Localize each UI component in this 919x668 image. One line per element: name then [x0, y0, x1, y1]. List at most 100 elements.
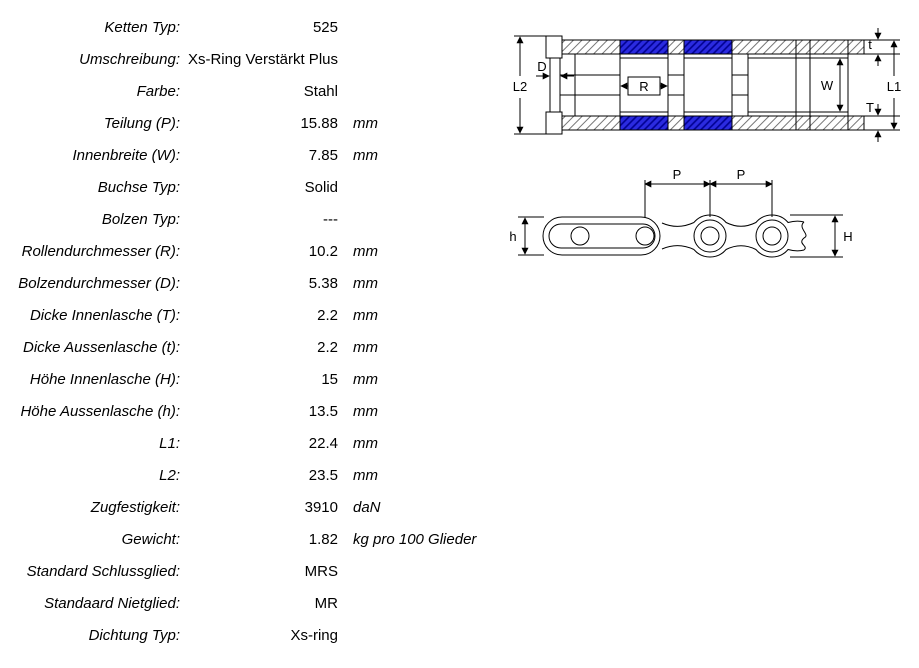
- spec-value: 13.5: [308, 402, 338, 420]
- spec-label: Ketten Typ:: [104, 18, 180, 36]
- spec-unit: mm: [353, 306, 378, 324]
- roller-hole: [762, 226, 782, 246]
- spec-label: Innenbreite (W):: [72, 146, 180, 164]
- spec-label: Farbe:: [136, 82, 180, 100]
- spec-row: L2: 23.5 mm: [0, 459, 568, 491]
- spec-row: Gewicht: 1.82 kg pro 100 Glieder: [0, 523, 568, 555]
- spec-row: Umschreibung: Xs-Ring Verstärkt Plus: [0, 43, 568, 75]
- spec-row: Bolzendurchmesser (D): 5.38 mm: [0, 267, 568, 299]
- chain-side-view: P P h H: [509, 167, 853, 258]
- link-waist-bottom: [661, 245, 695, 250]
- spec-unit: mm: [353, 338, 378, 356]
- spec-row: Buchse Typ: Solid: [0, 171, 568, 203]
- spec-unit: mm: [353, 370, 378, 388]
- dim-label-p1: P: [673, 167, 682, 182]
- inner-link-bottom-contour: [693, 245, 805, 258]
- spec-value: Stahl: [303, 82, 338, 100]
- spec-value: 23.5: [308, 466, 338, 484]
- xring-seal: [683, 115, 733, 131]
- spec-unit: mm: [353, 146, 378, 164]
- xring-seal: [619, 115, 669, 131]
- spec-label: Dicke Innenlasche (T):: [29, 306, 180, 324]
- xring-seal: [683, 39, 733, 55]
- dim-label-h-big: H: [843, 229, 852, 244]
- spec-row: Höhe Aussenlasche (h): 13.5 mm: [0, 395, 568, 427]
- dim-label-t-small: t: [868, 37, 872, 52]
- spec-label: Umschreibung:: [79, 50, 180, 68]
- xring-seal: [619, 39, 669, 55]
- spec-value: 15: [321, 370, 338, 388]
- spec-row: Dichtung Typ: Xs-ring: [0, 619, 568, 651]
- pin-end-cap: [545, 35, 563, 59]
- spec-unit: daN: [353, 498, 381, 516]
- spec-table: Ketten Typ:525 Umschreibung:Xs-Ring Vers…: [0, 11, 568, 651]
- spec-value: 10.2: [308, 242, 338, 260]
- link-waist-top: [661, 222, 695, 227]
- spec-label: L2:: [159, 466, 180, 484]
- outer-plate-outline: [542, 216, 661, 256]
- spec-row: L1: 22.4 mm: [0, 427, 568, 459]
- spec-value: 15.88: [300, 114, 338, 132]
- spec-unit: mm: [353, 434, 378, 452]
- outer-plate-inner-outline: [548, 223, 656, 249]
- spec-value: 1.82: [308, 530, 338, 548]
- spec-unit: mm: [353, 274, 378, 292]
- chain-technical-diagrams: L2 D R W t T L1: [498, 18, 910, 285]
- spec-row: Innenbreite (W): 7.85 mm: [0, 139, 568, 171]
- spec-value: 2.2: [317, 306, 338, 324]
- spec-label: Bolzen Typ:: [101, 210, 180, 228]
- spec-label: Dichtung Typ:: [88, 626, 180, 644]
- spec-value: Xs-ring: [290, 626, 338, 644]
- spec-value: 22.4: [308, 434, 338, 452]
- spec-unit: mm: [353, 114, 378, 132]
- spec-value: Xs-Ring Verstärkt Plus: [187, 50, 338, 68]
- spec-row: Zugfestigkeit: 3910 daN: [0, 491, 568, 523]
- dim-label-t-big: T: [866, 100, 874, 115]
- spec-row: Dicke Aussenlasche (t): 2.2 mm: [0, 331, 568, 363]
- spec-value: 3910: [304, 498, 338, 516]
- spec-label: Bolzendurchmesser (D):: [18, 274, 180, 292]
- break-line: [801, 221, 807, 251]
- spec-row: Standaard Nietglied:MR: [0, 587, 568, 619]
- spec-label: Teilung (P):: [103, 114, 180, 132]
- spec-label: Dicke Aussenlasche (t):: [22, 338, 180, 356]
- spec-row: Rollendurchmesser (R): 10.2 mm: [0, 235, 568, 267]
- spec-row: Dicke Innenlasche (T): 2.2 mm: [0, 299, 568, 331]
- pin-end-cap: [545, 111, 563, 135]
- dim-label-h-small: h: [509, 229, 516, 244]
- dim-label-l1: L1: [887, 79, 901, 94]
- dim-label-d: D: [537, 59, 546, 74]
- spec-label: Standard Schlussglied:: [26, 562, 180, 580]
- pin-hole: [570, 226, 590, 246]
- chain-diagram-svg: L2 D R W t T L1: [509, 28, 901, 258]
- spec-label: Höhe Aussenlasche (h):: [20, 402, 180, 420]
- spec-label: Höhe Innenlasche (H):: [29, 370, 180, 388]
- spec-value: 2.2: [317, 338, 338, 356]
- spec-value: 5.38: [308, 274, 338, 292]
- spec-label: Gewicht:: [121, 530, 180, 548]
- dim-label-p2: P: [737, 167, 746, 182]
- spec-unit: kg pro 100 Glieder: [353, 530, 477, 548]
- spec-row: Farbe: Stahl: [0, 75, 568, 107]
- roller-hole: [700, 226, 720, 246]
- spec-row: Bolzen Typ: ---: [0, 203, 568, 235]
- spec-label: Zugfestigkeit:: [90, 498, 180, 516]
- pin-hole: [635, 226, 655, 246]
- spec-unit: mm: [353, 242, 378, 260]
- spec-row: Höhe Innenlasche (H): 15 mm: [0, 363, 568, 395]
- spec-row: Standard Schlussglied:MRS: [0, 555, 568, 587]
- dim-label-l2: L2: [513, 79, 527, 94]
- spec-unit: mm: [353, 466, 378, 484]
- inner-link-top-contour: [693, 214, 805, 227]
- dim-label-w: W: [821, 78, 834, 93]
- spec-label: Buchse Typ:: [97, 178, 180, 196]
- spec-value: ---: [323, 210, 338, 228]
- dim-label-r: R: [639, 79, 648, 94]
- spec-label: Rollendurchmesser (R):: [21, 242, 180, 260]
- spec-label: L1:: [159, 434, 180, 452]
- spec-value: 7.85: [308, 146, 338, 164]
- spec-value: Solid: [304, 178, 338, 196]
- spec-unit: mm: [353, 402, 378, 420]
- chain-top-view: L2 D R W t T L1: [513, 28, 901, 142]
- spec-label: Standaard Nietglied:: [44, 594, 180, 612]
